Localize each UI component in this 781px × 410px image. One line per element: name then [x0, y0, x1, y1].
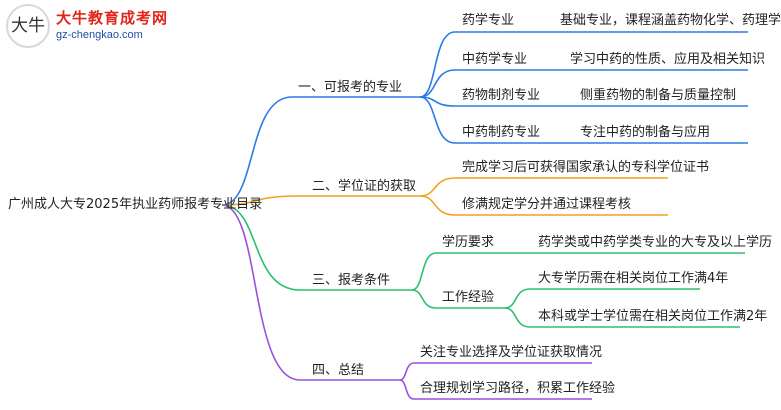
logo-site-name: 大牛教育成考网	[56, 9, 169, 27]
experience-college: 大专学历需在相关岗位工作满4年	[538, 271, 729, 286]
connector-req-education	[411, 252, 437, 291]
connector-summary-1	[399, 379, 415, 400]
major-pharmaceutics-detail: 侧重药物的制备与质量控制	[580, 88, 737, 103]
connector-req-experience	[411, 289, 437, 309]
connector-major-0	[419, 31, 456, 98]
major-pharmaceutics: 药物制剂专业	[462, 88, 541, 103]
requirement-experience: 工作经验	[442, 290, 495, 305]
connector-root-requirements	[221, 204, 301, 291]
connector-summary-0	[399, 362, 415, 381]
connector-degree-0	[419, 177, 456, 197]
major-tcm-pharmacy: 中药学专业	[462, 52, 528, 67]
connector-exp-bachelor	[504, 307, 531, 328]
site-logo[interactable]: 大牛 大牛教育成考网 gz-chengkao.com	[6, 4, 196, 50]
connector-major-3	[419, 96, 456, 144]
major-tcm-manufacturing-detail: 专注中药的制备与应用	[580, 125, 711, 140]
major-tcm-manufacturing: 中药制药专业	[462, 125, 541, 140]
mindmap-connectors	[221, 31, 748, 400]
requirement-education: 学历要求	[442, 235, 495, 250]
degree-certificate: 完成学习后可获得国家承认的专科学位证书	[462, 160, 710, 175]
summary-focus: 关注专业选择及学位证获取情况	[420, 345, 603, 360]
branch-degree: 二、学位证的获取	[312, 179, 417, 194]
logo-mark: 大牛	[6, 4, 50, 48]
connector-root-degree	[221, 195, 301, 206]
connector-degree-1	[419, 195, 456, 216]
connector-exp-college	[504, 288, 531, 309]
connector-root-summary	[221, 204, 301, 381]
summary-plan: 合理规划学习路径，积累工作经验	[420, 381, 616, 396]
degree-credits: 修满规定学分并通过课程考核	[462, 197, 632, 212]
connector-root-majors	[221, 96, 293, 206]
connector-major-1	[419, 69, 456, 98]
major-tcm-pharmacy-detail: 学习中药的性质、应用及相关知识	[570, 52, 766, 67]
major-pharmacy-detail: 基础专业，课程涵盖药物化学、药理学	[560, 13, 781, 28]
branch-majors: 一、可报考的专业	[298, 80, 403, 95]
major-pharmacy: 药学专业	[462, 13, 515, 28]
experience-bachelor: 本科或学士学位需在相关岗位工作满2年	[538, 309, 768, 324]
requirement-education-detail: 药学类或中药学类专业的大专及以上学历	[538, 235, 773, 250]
logo-site-url: gz-chengkao.com	[56, 29, 143, 41]
branch-summary: 四、总结	[312, 363, 365, 378]
mindmap-root: 广州成人大专2025年执业药师报考专业目录	[8, 197, 263, 212]
branch-requirements: 三、报考条件	[312, 273, 391, 288]
